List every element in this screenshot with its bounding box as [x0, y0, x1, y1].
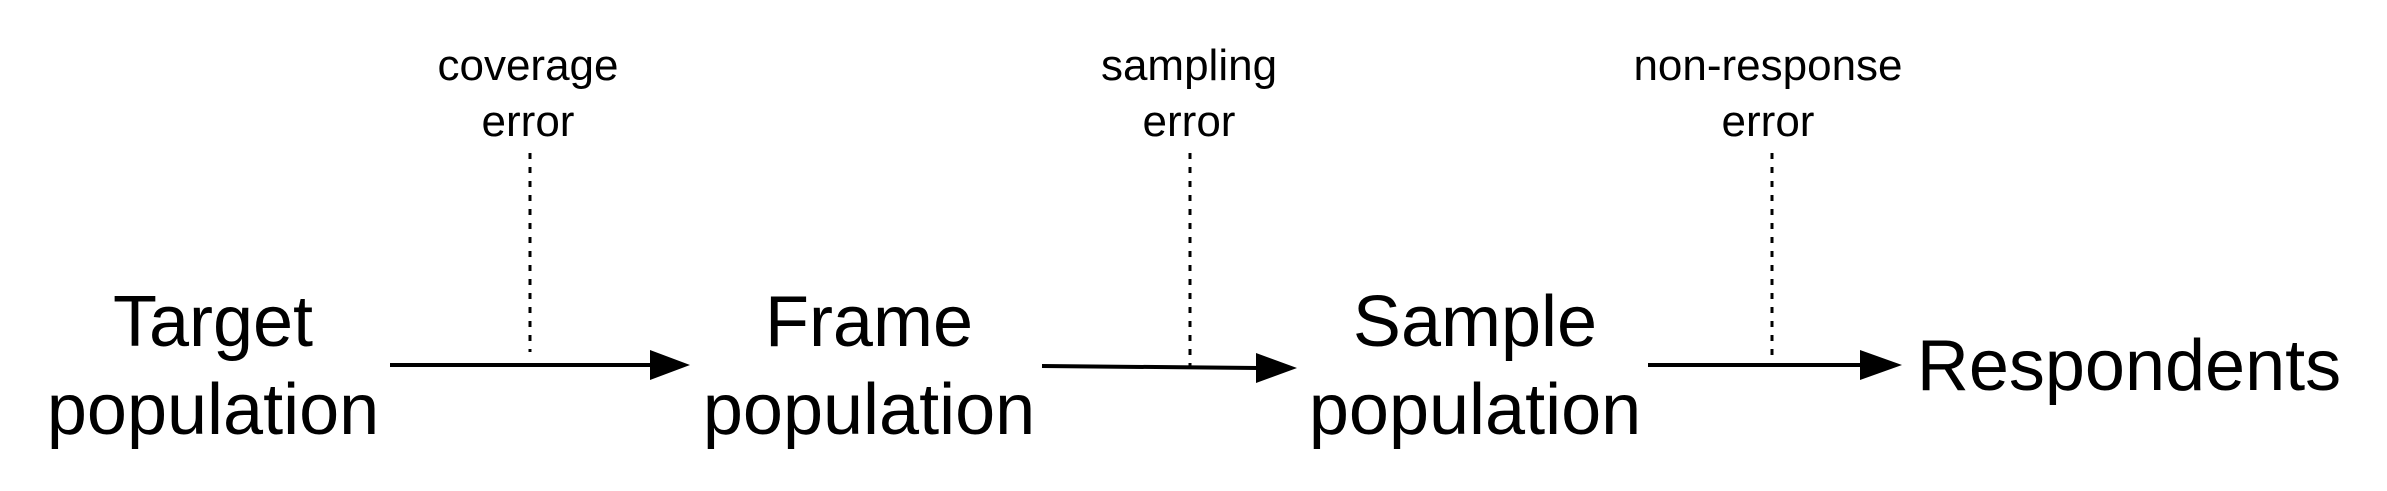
- node-target-line2: population: [46, 370, 380, 450]
- node-frame-line2: population: [702, 370, 1036, 450]
- error-coverage-line2: error: [481, 97, 575, 146]
- node-respondents-line1: Respondents: [1916, 326, 2342, 406]
- node-sample-line1: Sample: [1352, 282, 1598, 362]
- node-target-line1: Target: [112, 282, 314, 362]
- node-target-population: Target population: [47, 278, 379, 454]
- node-frame-population: Frame population: [703, 278, 1035, 454]
- error-sampling-line1: sampling: [1100, 41, 1278, 90]
- error-nonresponse-line2: error: [1721, 97, 1815, 146]
- node-sample-line2: population: [1308, 370, 1642, 450]
- node-respondents: Respondents: [1917, 322, 2341, 410]
- node-sample-population: Sample population: [1309, 278, 1641, 454]
- error-sampling-line2: error: [1142, 97, 1236, 146]
- error-sampling: sampling error: [1101, 38, 1277, 150]
- error-nonresponse-line1: non-response: [1633, 41, 1903, 90]
- error-nonresponse: non-response error: [1633, 38, 1902, 150]
- node-frame-line1: Frame: [764, 282, 974, 362]
- arrow-sample-to-respondents: [1648, 350, 1902, 380]
- arrow-target-to-frame: [390, 350, 690, 380]
- error-coverage-line1: coverage: [437, 41, 619, 90]
- arrow-frame-to-sample: [1041, 353, 1297, 383]
- error-coverage: coverage error: [437, 38, 618, 150]
